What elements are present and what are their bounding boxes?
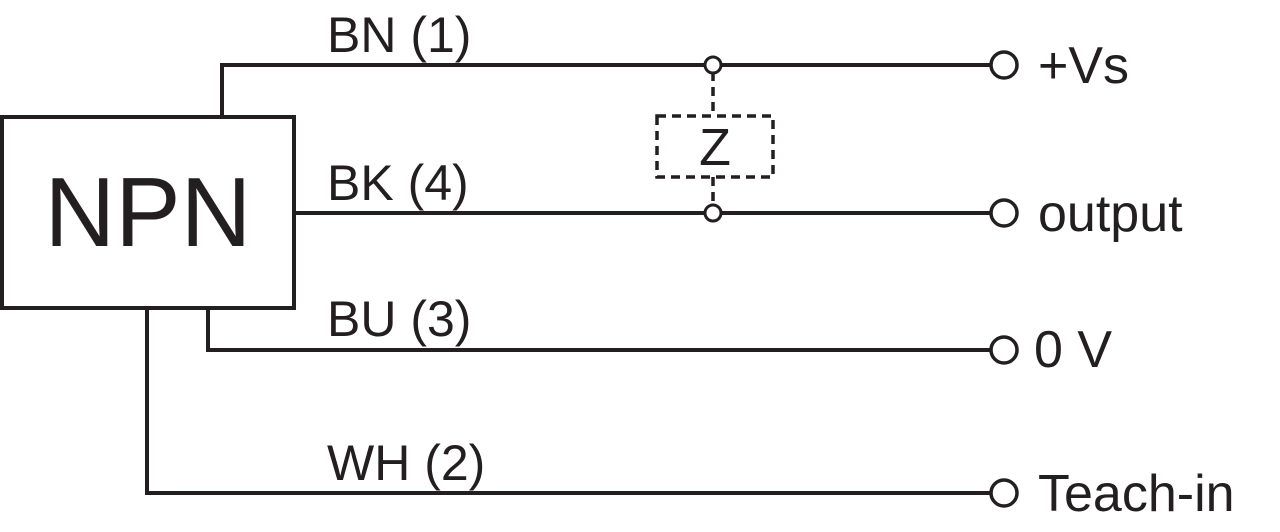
wire-bu [206,308,990,352]
load-z-box [655,114,775,179]
label-bk: BK (4) [327,155,469,211]
npn-sensor-box [0,115,296,310]
terminal-label-output: output [1038,185,1183,243]
wire-bn [220,63,990,117]
junction-bk [703,203,723,223]
terminal-output [989,198,1019,228]
terminal-label-teach-in: Teach-in [1038,465,1235,523]
label-bn: BN (1) [327,7,471,63]
junction-bn [703,55,723,75]
terminal-vs [989,50,1019,80]
npn-sensor-label: NPN [45,157,252,267]
load-z-label: Z [699,119,731,177]
wire-wh [145,308,990,495]
label-wh: WH (2) [327,435,485,491]
terminal-label-0v: 0 V [1034,321,1112,379]
terminal-0v [989,335,1019,365]
label-bu: BU (3) [327,291,471,347]
terminal-label-vs: +Vs [1038,37,1129,95]
terminal-teach-in [989,478,1019,508]
